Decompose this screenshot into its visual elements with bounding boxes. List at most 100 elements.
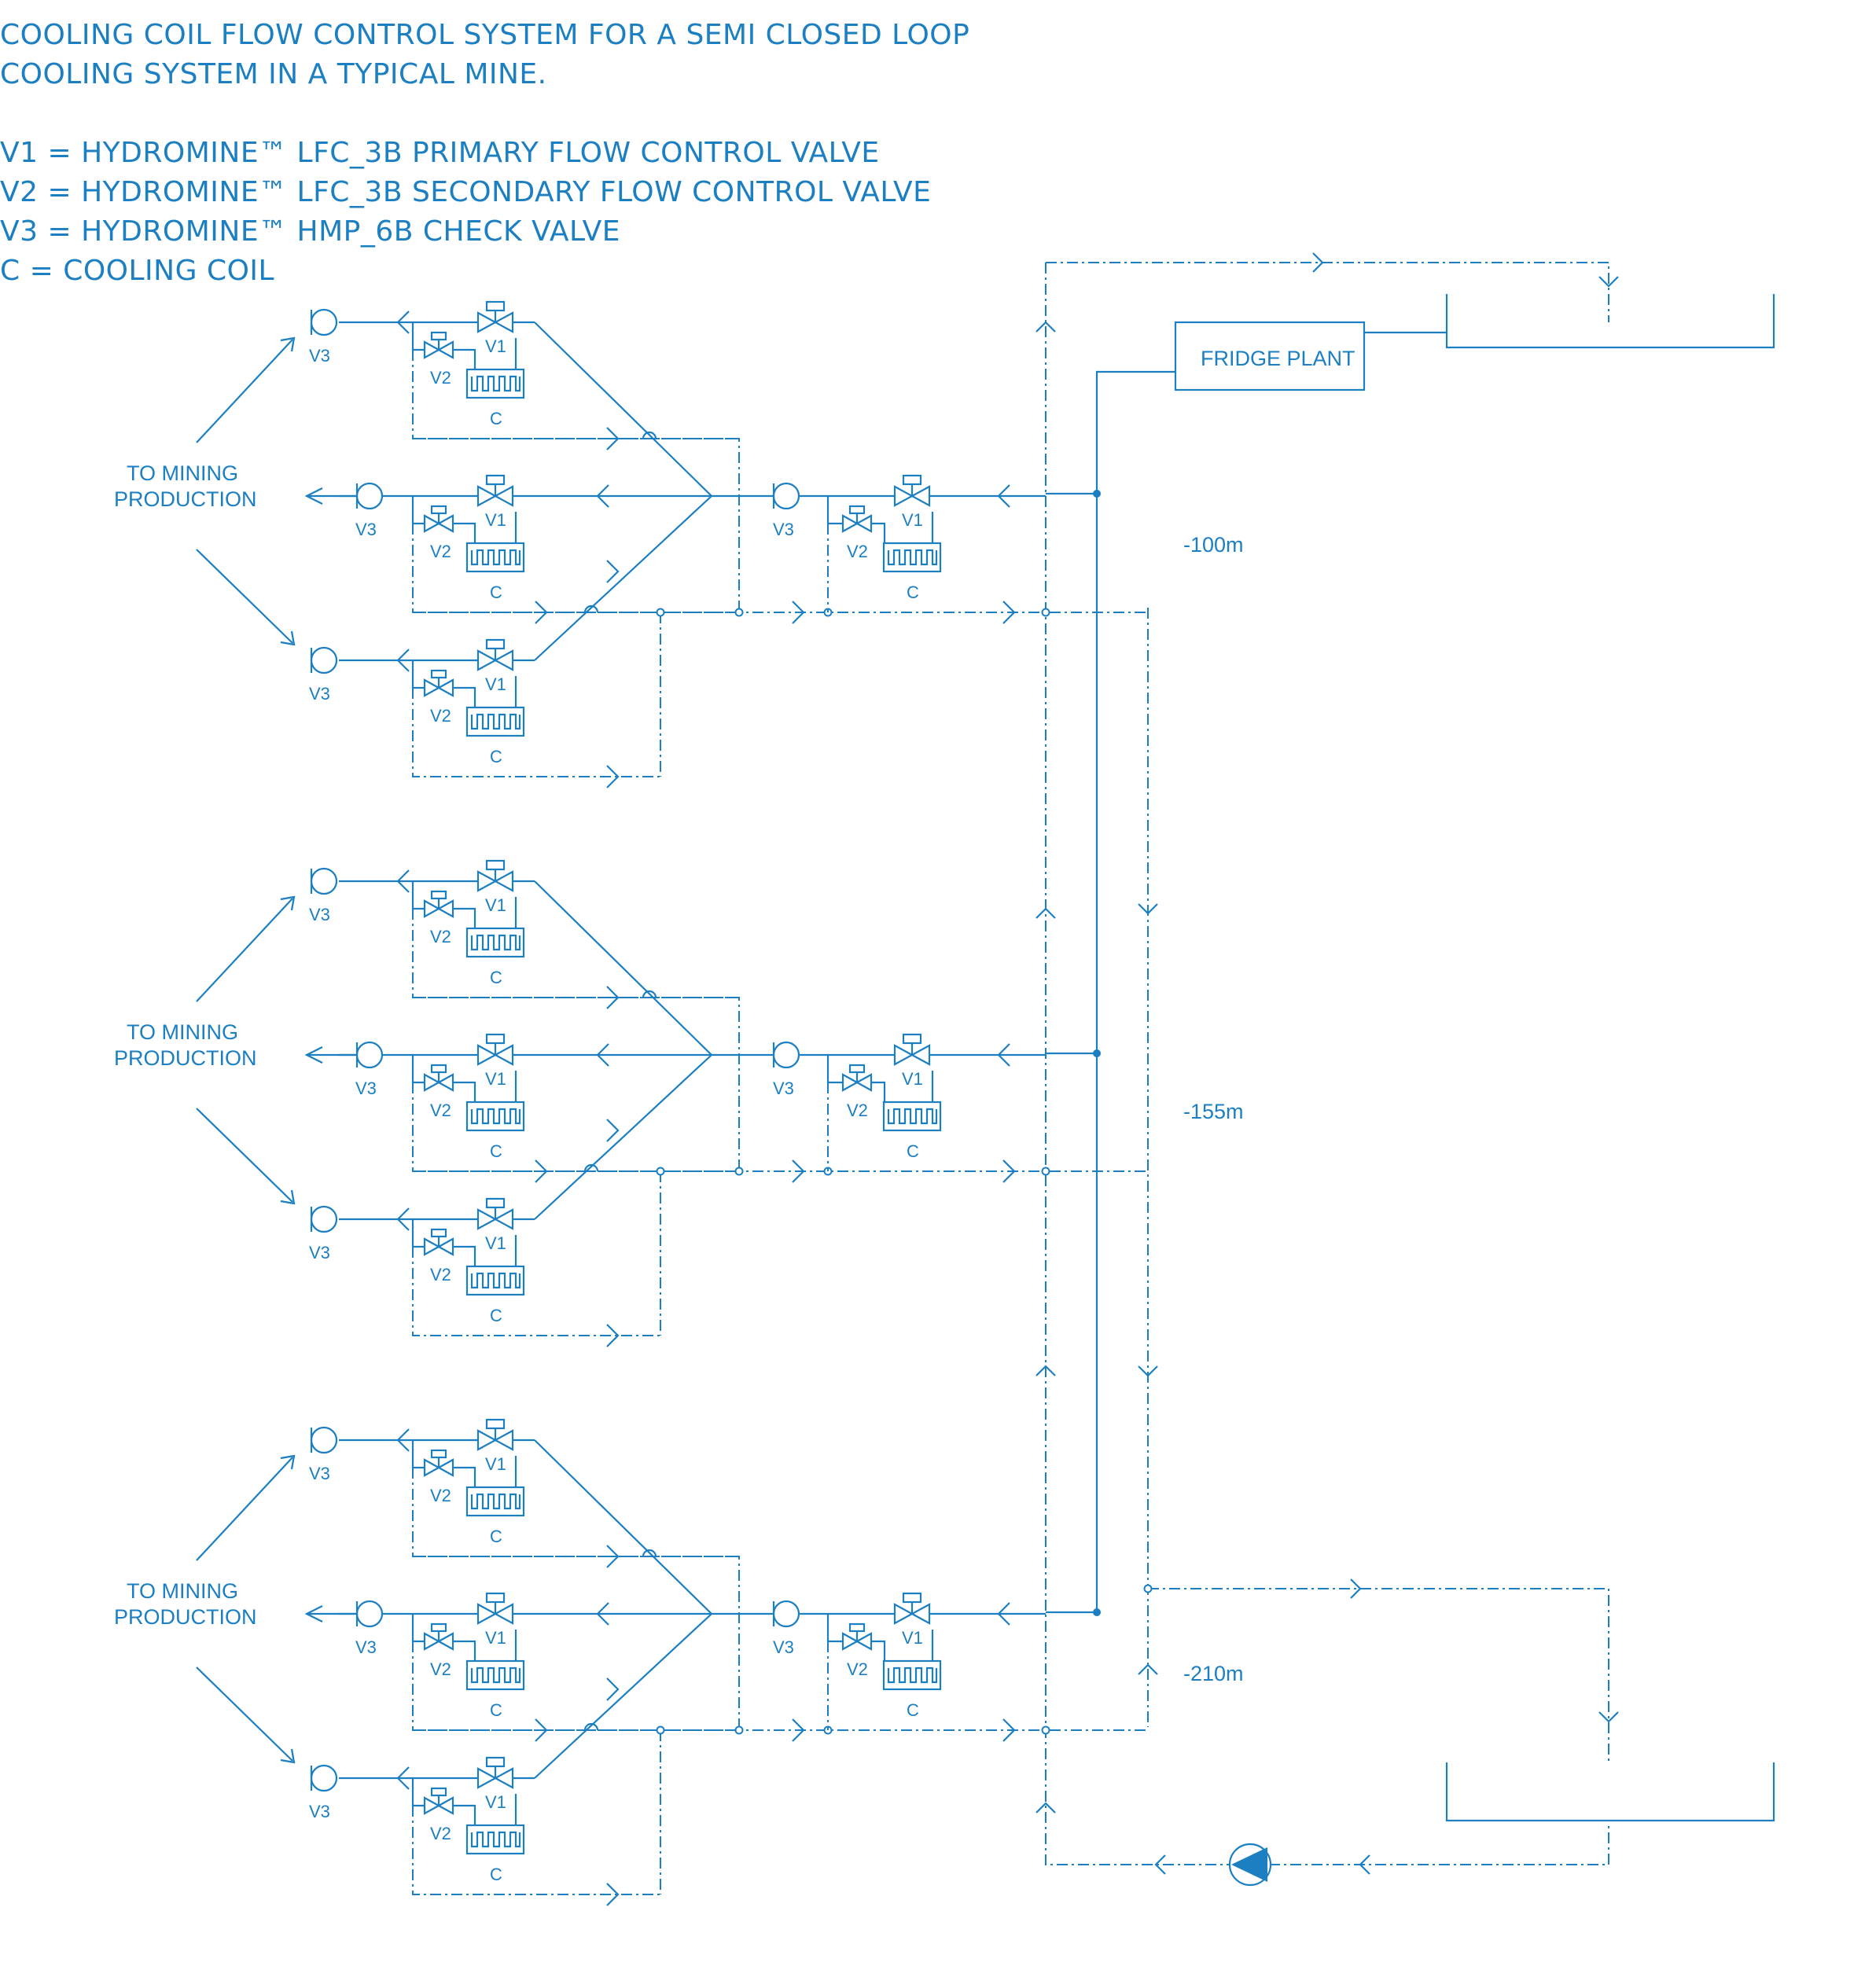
v2-label: V2	[430, 927, 451, 946]
v1-label: V1	[485, 1454, 506, 1474]
coil-label: C	[907, 1141, 919, 1161]
v2-valve-icon	[423, 1064, 454, 1092]
v2-label: V2	[430, 1265, 451, 1284]
v1-valve-icon	[476, 474, 514, 507]
v2-label: V2	[430, 1101, 451, 1120]
v1-valve-icon	[893, 1033, 931, 1066]
fridge-plant-box	[1174, 321, 1366, 391]
v3-label: V3	[355, 1637, 377, 1657]
v3-label: V3	[355, 520, 377, 539]
v3-check-valve-icon	[310, 308, 338, 336]
cooling-coil-icon	[882, 1101, 942, 1132]
v1-valve-icon	[476, 1592, 514, 1625]
v2-label: V2	[430, 368, 451, 388]
v1-label: V1	[902, 510, 923, 530]
v3-check-valve-icon	[772, 1600, 800, 1628]
v3-label: V3	[309, 684, 330, 704]
v1-label: V1	[485, 510, 506, 530]
v1-valve-icon	[893, 474, 931, 507]
v1-label: V1	[485, 336, 506, 356]
v3-check-valve-icon	[310, 1764, 338, 1792]
coil-label: C	[490, 968, 502, 987]
v2-label: V2	[430, 1824, 451, 1843]
to-mining-label: TO MINING	[127, 1020, 238, 1044]
to-mining-label: TO MINING	[127, 1579, 238, 1603]
legend-v3: V3 = HYDROMINE™ HMP_6B CHECK VALVE	[0, 215, 620, 248]
cooling-coil-icon	[465, 927, 525, 958]
v2-valve-icon	[841, 1064, 873, 1092]
v1-label: V1	[902, 1069, 923, 1089]
v2-label: V2	[847, 1659, 868, 1679]
coil-label: C	[907, 582, 919, 602]
cooling-coil-icon	[882, 542, 942, 573]
coil-label: C	[907, 1700, 919, 1720]
v3-label: V3	[309, 346, 330, 366]
cooling-coil-icon	[465, 1265, 525, 1296]
cooling-coil-icon	[465, 1824, 525, 1855]
coil-label: C	[490, 1306, 502, 1325]
v3-label: V3	[309, 1243, 330, 1262]
v3-check-valve-icon	[310, 1205, 338, 1233]
v3-label: V3	[773, 1637, 794, 1657]
v2-valve-icon	[423, 1228, 454, 1256]
coil-label: C	[490, 409, 502, 428]
v2-label: V2	[430, 1659, 451, 1679]
v2-label: V2	[430, 542, 451, 561]
v2-valve-icon	[423, 331, 454, 359]
v2-valve-icon	[423, 890, 454, 918]
production-label: PRODUCTION	[114, 1046, 257, 1070]
v3-label: V3	[309, 1802, 330, 1821]
cooling-coil-icon	[465, 1101, 525, 1132]
cooling-coil-icon	[465, 368, 525, 399]
v2-valve-icon	[423, 1787, 454, 1815]
v2-valve-icon	[423, 669, 454, 697]
level-label-3: -210m	[1183, 1662, 1244, 1685]
cooling-coil-icon	[465, 706, 525, 737]
coil-label: C	[490, 1700, 502, 1720]
legend-c: C = COOLING COIL	[0, 255, 274, 287]
title-block: COOLING COIL FLOW CONTROL SYSTEM FOR A S…	[0, 19, 969, 90]
production-label: PRODUCTION	[114, 487, 257, 511]
v1-valve-icon	[476, 1418, 514, 1451]
cooling-coil-icon	[882, 1659, 942, 1691]
level-label-1: -100m	[1183, 533, 1244, 557]
v2-valve-icon	[423, 505, 454, 533]
legend-v2: V2 = HYDROMINE™ LFC_3B SECONDARY FLOW CO…	[0, 176, 931, 208]
v3-check-valve-icon	[355, 482, 384, 510]
v2-label: V2	[847, 542, 868, 561]
to-mining-label: TO MINING	[127, 461, 238, 485]
v1-valve-icon	[893, 1592, 931, 1625]
coil-label: C	[490, 1141, 502, 1161]
v3-check-valve-icon	[310, 867, 338, 895]
main-pipework	[1035, 252, 1775, 1887]
v2-valve-icon	[841, 1622, 873, 1651]
v3-check-valve-icon	[310, 646, 338, 674]
v3-check-valve-icon	[355, 1041, 384, 1069]
v2-label: V2	[847, 1101, 868, 1120]
coil-label: C	[490, 747, 502, 766]
v3-label: V3	[309, 1464, 330, 1483]
v1-valve-icon	[476, 859, 514, 892]
v1-valve-icon	[476, 1197, 514, 1230]
coil-label: C	[490, 1865, 502, 1884]
v1-label: V1	[485, 1069, 506, 1089]
level-label-2: -155m	[1183, 1100, 1244, 1123]
v3-check-valve-icon	[355, 1600, 384, 1628]
coil-label: C	[490, 1527, 502, 1546]
v2-valve-icon	[423, 1622, 454, 1651]
v1-label: V1	[485, 895, 506, 915]
pump-icon	[1228, 1843, 1272, 1887]
v1-label: V1	[485, 1233, 506, 1253]
legend: V1 = HYDROMINE™ LFC_3B PRIMARY FLOW CONT…	[0, 137, 931, 287]
cooling-coil-icon	[465, 1486, 525, 1517]
fridge-plant-label: FRIDGE PLANT	[1201, 347, 1356, 370]
v3-check-valve-icon	[310, 1426, 338, 1454]
